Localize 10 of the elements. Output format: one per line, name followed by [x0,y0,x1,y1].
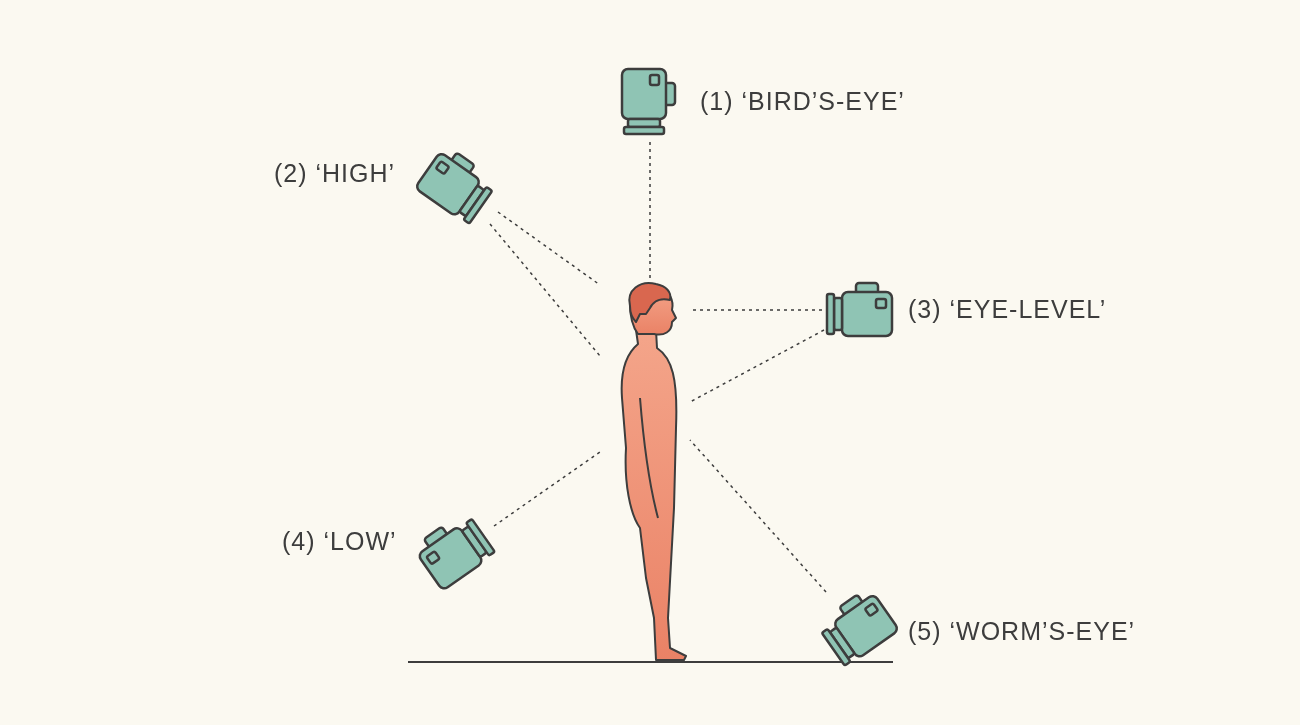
dotted-line [689,439,827,593]
dotted-line [493,451,601,527]
camera-angle-label: (5) ‘WORM’S-EYE’ [908,616,1136,646]
camera-angle-label: (3) ‘EYE-LEVEL’ [908,294,1107,324]
dotted-line [489,223,601,357]
dotted-line [689,329,825,403]
camera-angle-label: (1) ‘BIRD’S-EYE’ [700,86,905,116]
camera-angle-label: (4) ‘LOW’ [282,526,397,556]
camera-angle-label: (2) ‘HIGH’ [274,158,396,188]
dotted-line [497,211,601,286]
